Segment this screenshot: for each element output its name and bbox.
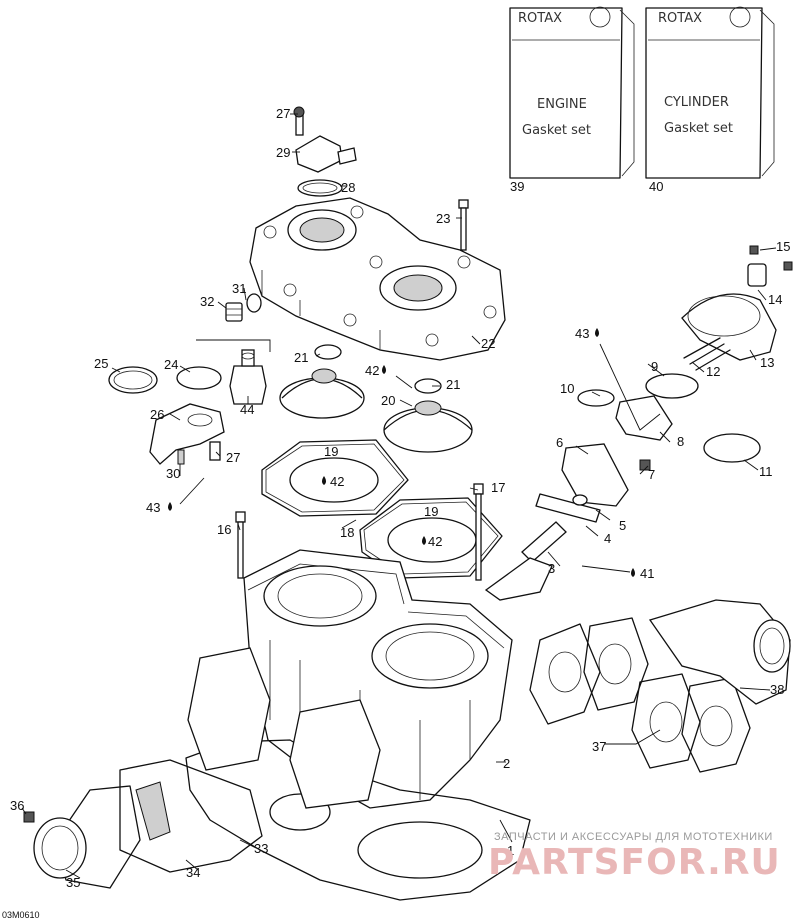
watermark: ЗАПЧАСТИ И АКСЕССУАРЫ ДЛЯ МОТОТЕХНИКИ PA… — [488, 831, 781, 883]
label-25: 25 — [94, 356, 108, 371]
drop-icon — [422, 536, 426, 545]
kit-line1-engine: ENGINE — [537, 97, 587, 112]
label-22: 22 — [481, 336, 495, 351]
cylinder-studs — [235, 483, 484, 581]
gasket-kit-engine: ROTAX ENGINE Gasket set 39 — [509, 6, 635, 194]
cylinder-head — [249, 197, 506, 361]
label-2: 2 — [503, 756, 510, 771]
label-12: 12 — [706, 364, 720, 379]
exhaust-valve-group — [484, 245, 793, 601]
water-outlet-fitting — [293, 106, 357, 197]
drop-icon — [382, 365, 386, 374]
callout-labels: 1 2 3 4 5 6 7 8 9 10 11 12 13 14 15 16 1… — [10, 106, 790, 890]
exhaust-gaskets — [529, 599, 791, 773]
kit-line2-cylinder: Gasket set — [664, 121, 733, 136]
intake-reed-assembly — [23, 647, 381, 889]
label-41: 41 — [640, 566, 654, 581]
label-27-top: 27 — [276, 106, 290, 121]
label-24: 24 — [164, 357, 178, 372]
thermostat-group — [108, 349, 267, 465]
label-32: 32 — [200, 294, 214, 309]
label-42-dome: 42 — [365, 363, 379, 378]
label-26: 26 — [150, 407, 164, 422]
label-30: 30 — [166, 466, 180, 481]
label-19-lower: 19 — [424, 504, 438, 519]
label-23: 23 — [436, 211, 450, 226]
drop-icon — [322, 476, 326, 485]
label-8: 8 — [677, 434, 684, 449]
combustion-chamber-domes — [279, 344, 473, 453]
label-19-upper: 19 — [324, 444, 338, 459]
label-18: 18 — [340, 525, 354, 540]
label-5: 5 — [619, 518, 626, 533]
label-14: 14 — [768, 292, 782, 307]
kit-number-engine: 39 — [510, 179, 524, 194]
label-20: 20 — [381, 393, 395, 408]
label-4: 4 — [604, 531, 611, 546]
label-15: 15 — [776, 239, 790, 254]
label-13: 13 — [760, 355, 774, 370]
cylinder-block — [243, 549, 513, 809]
head-stud — [458, 199, 469, 251]
drop-icon — [168, 502, 172, 511]
label-21-left: 21 — [294, 350, 308, 365]
label-6: 6 — [556, 435, 563, 450]
kit-line2-engine: Gasket set — [522, 123, 591, 138]
label-16: 16 — [217, 522, 231, 537]
label-3: 3 — [548, 561, 555, 576]
label-33: 33 — [254, 841, 268, 856]
label-31: 31 — [232, 281, 246, 296]
watermark-logo: PARTSFOR.RU — [488, 842, 781, 883]
kit-brand-engine: ROTAX — [518, 11, 562, 26]
drain-plug — [225, 293, 262, 322]
label-38: 38 — [770, 682, 784, 697]
label-44: 44 — [240, 402, 254, 417]
gasket-kit-cylinder: ROTAX CYLINDER Gasket set 40 — [645, 6, 775, 194]
kit-line1-cylinder: CYLINDER — [664, 95, 729, 110]
label-28: 28 — [341, 180, 355, 195]
drop-icon — [631, 568, 635, 577]
label-42-upper: 42 — [330, 474, 344, 489]
label-17: 17 — [491, 480, 505, 495]
drop-icon — [595, 328, 599, 337]
label-21-right: 21 — [446, 377, 460, 392]
label-9: 9 — [651, 359, 658, 374]
label-11: 11 — [759, 464, 773, 479]
label-34: 34 — [186, 865, 200, 880]
label-1: 1 — [507, 843, 514, 858]
label-27-side: 27 — [226, 450, 240, 465]
label-43-right: 43 — [575, 326, 589, 341]
label-37: 37 — [592, 739, 606, 754]
label-35: 35 — [66, 875, 80, 890]
leader-lines — [21, 113, 777, 879]
label-29: 29 — [276, 145, 290, 160]
kit-brand-cylinder: ROTAX — [658, 11, 702, 26]
kit-number-cylinder: 40 — [649, 179, 663, 194]
label-7: 7 — [648, 467, 655, 482]
label-43-left: 43 — [146, 500, 160, 515]
label-10: 10 — [560, 381, 574, 396]
label-42-lower: 42 — [428, 534, 442, 549]
label-36: 36 — [10, 798, 24, 813]
watermark-tagline: ЗАПЧАСТИ И АКСЕССУАРЫ ДЛЯ МОТОТЕХНИКИ — [494, 831, 773, 843]
diagram-code: 03M0610 — [2, 910, 40, 920]
